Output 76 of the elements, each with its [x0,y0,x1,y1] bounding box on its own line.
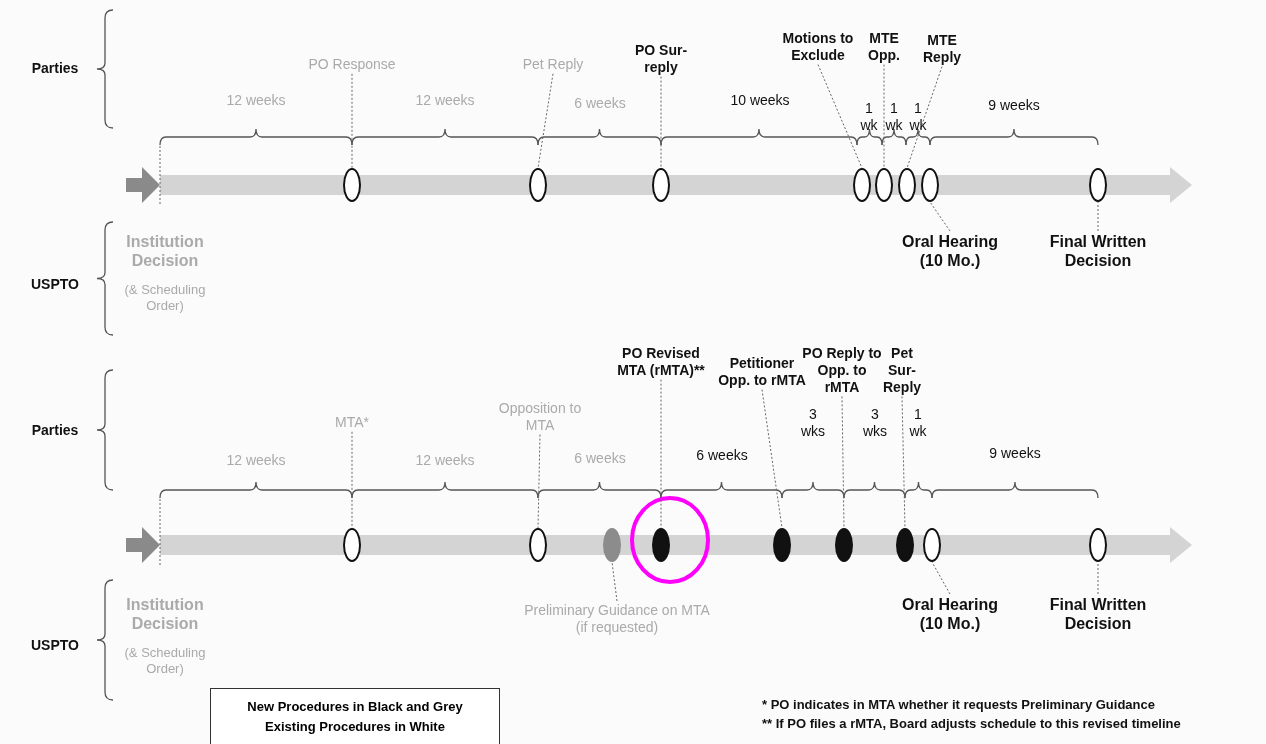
leader-line [537,434,541,529]
event-marker [853,168,871,202]
event-marker [343,528,361,562]
leader-line [761,389,783,529]
leader-line [931,561,951,595]
event-label: (& Scheduling Order) [124,645,206,676]
duration-label: 9 weeks [988,97,1040,113]
duration-label: 1 wk [860,100,878,133]
duration-label: 12 weeks [415,92,475,108]
event-marker [529,168,547,202]
event-label: PO Response [302,56,402,73]
duration-label: 6 weeks [574,450,626,466]
row-label: USPTO [31,276,79,292]
legend-text: New Procedures in Black and Grey [247,699,463,714]
event-label: PO Sur-reply [626,42,696,76]
event-marker [652,168,670,202]
leader-line [1097,201,1099,232]
event-label: Pet Reply [503,56,603,73]
event-label: Final Written Decision [1048,595,1148,634]
event-label: Institution Decision [126,596,204,633]
leader-line [537,73,554,169]
duration-label: 1 wk [909,406,927,439]
event-marker [896,528,914,562]
event-label: Opposition to MTA [490,400,590,434]
event-label: Preliminary Guidance on MTA (if requested) [522,602,712,636]
leader-line [841,395,845,529]
leader-line [1097,561,1099,595]
leader-line [660,76,662,169]
footnote: ** If PO files a rMTA, Board adjusts schedule to this revised timeline [762,716,1181,731]
event-label: Motions to Exclude [777,30,859,64]
event-label: MTE Opp. [862,30,906,64]
event-label: Oral Hearing (10 Mo.) [900,232,1000,271]
duration-label: 6 weeks [696,447,748,463]
event-marker [343,168,361,202]
leader-line [611,561,618,602]
event-marker [921,168,939,202]
leader-line [883,64,885,169]
event-label: Oral Hearing (10 Mo.) [900,595,1000,634]
legend-text: Existing Procedures in White [265,719,445,734]
duration-label: 6 weeks [574,95,626,111]
event-marker [1089,168,1107,202]
legend-box [210,688,500,744]
row-label: USPTO [31,637,79,653]
event-marker [603,528,621,562]
event-label: MTE Reply [917,32,967,66]
event-marker [1089,528,1107,562]
leader-line [901,395,906,529]
duration-label: 9 weeks [989,445,1041,461]
leader-line [660,379,662,529]
event-marker [898,168,916,202]
leader-line [351,73,353,169]
event-marker [652,528,670,562]
duration-label: 3 wks [862,406,888,439]
leader-line [351,431,353,529]
event-marker [923,528,941,562]
duration-label: 3 wks [800,406,826,439]
duration-label: 1 wk [909,100,927,133]
event-label: PO Revised MTA (rMTA)** [616,345,706,379]
row-label: Parties [31,422,79,438]
leader-line [817,64,863,169]
event-marker [875,168,893,202]
event-label: (& Scheduling Order) [124,282,206,313]
event-label: MTA* [322,414,382,431]
duration-label: 12 weeks [226,92,286,108]
duration-label: 10 weeks [730,92,790,108]
duration-label: 1 wk [885,100,903,133]
duration-label: 12 weeks [226,452,286,468]
event-label: Final Written Decision [1048,232,1148,271]
leader-line [906,66,943,169]
row-label: Parties [31,60,79,76]
event-marker [529,528,547,562]
duration-label: 12 weeks [415,452,475,468]
event-marker [835,528,853,562]
event-label: Institution Decision [126,233,204,270]
event-marker [773,528,791,562]
footnote: * PO indicates in MTA whether it requests Preliminary Guidance [762,697,1155,712]
